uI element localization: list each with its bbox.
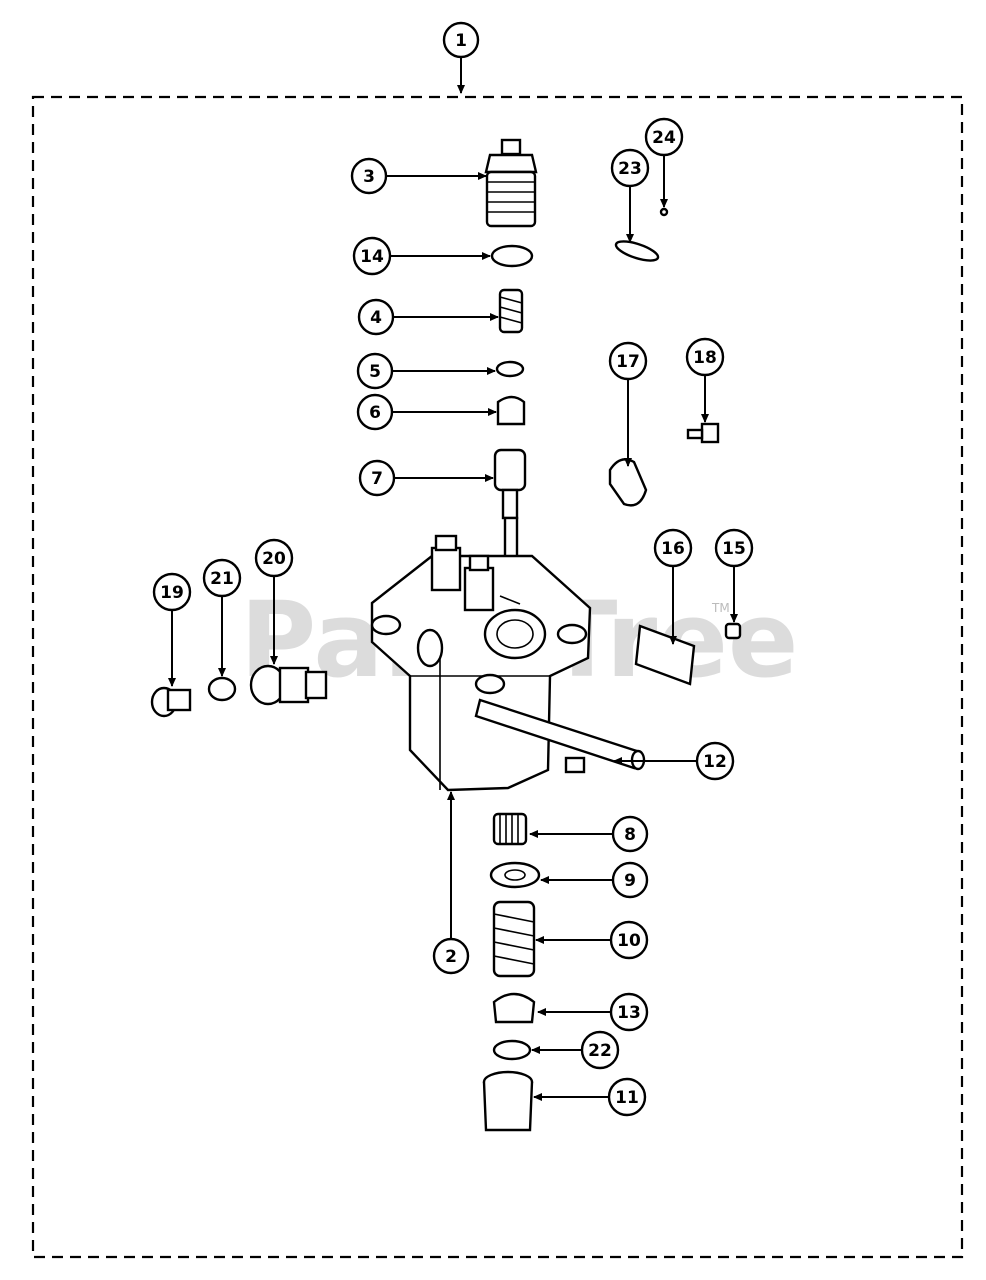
callout-10[interactable]: 10 — [609, 920, 649, 960]
callout-13[interactable]: 13 — [609, 992, 649, 1032]
callout-16-label: 16 — [661, 539, 685, 559]
control-sleeve-gear — [492, 812, 528, 846]
callout-24-label: 24 — [652, 128, 676, 148]
callout-17-label: 17 — [616, 352, 640, 372]
callout-21[interactable]: 21 — [202, 558, 242, 598]
stop-lever-plate — [608, 458, 648, 507]
callout-6-label: 6 — [369, 403, 381, 423]
callout-9[interactable]: 9 — [611, 861, 649, 899]
washer — [207, 676, 237, 702]
callout-2[interactable]: 2 — [432, 937, 470, 975]
callout-11-label: 11 — [615, 1088, 639, 1108]
delivery-valve-holder — [484, 138, 538, 228]
callout-16[interactable]: 16 — [653, 528, 693, 568]
callout-24[interactable]: 24 — [644, 117, 684, 157]
callout-22-label: 22 — [588, 1041, 612, 1061]
plunger — [493, 448, 527, 560]
shim — [492, 1039, 532, 1061]
callout-1-label: 1 — [455, 31, 467, 51]
delivery-valve — [496, 395, 526, 426]
callout-2-label: 2 — [445, 947, 457, 967]
callout-3[interactable]: 3 — [350, 157, 388, 195]
callout-6[interactable]: 6 — [356, 393, 394, 431]
delivery-valve-spring — [498, 288, 524, 334]
eye-bolt — [249, 664, 328, 706]
spring-seat-upper — [489, 861, 541, 889]
callout-15[interactable]: 15 — [714, 528, 754, 568]
callout-20-label: 20 — [262, 549, 286, 569]
spring-seat-lower — [492, 992, 536, 1024]
callout-15-label: 15 — [722, 539, 746, 559]
callout-20[interactable]: 20 — [254, 538, 294, 578]
callout-23-label: 23 — [618, 159, 642, 179]
ball — [659, 207, 669, 217]
callout-8-label: 8 — [624, 825, 636, 845]
callout-18-label: 18 — [693, 348, 717, 368]
callout-18[interactable]: 18 — [685, 337, 725, 377]
callout-1[interactable]: 1 — [442, 21, 480, 59]
delivery-valve-gasket — [495, 360, 525, 378]
callout-22[interactable]: 22 — [580, 1030, 620, 1070]
callout-11[interactable]: 11 — [607, 1077, 647, 1117]
tappet — [482, 1070, 534, 1132]
o-ring — [490, 244, 534, 268]
callout-4[interactable]: 4 — [357, 298, 395, 336]
pump-housing — [370, 534, 592, 792]
callout-4-label: 4 — [370, 308, 382, 328]
plunger-spring — [492, 900, 536, 978]
callout-14-label: 14 — [360, 247, 384, 267]
watermark-tm: TM — [711, 601, 730, 615]
callout-5[interactable]: 5 — [356, 352, 394, 390]
callout-7-label: 7 — [371, 469, 383, 489]
callout-21-label: 21 — [210, 569, 234, 589]
small-screw — [724, 622, 742, 640]
callout-12[interactable]: 12 — [695, 741, 735, 781]
callout-7[interactable]: 7 — [358, 459, 396, 497]
callout-19[interactable]: 19 — [152, 572, 192, 612]
callout-14[interactable]: 14 — [352, 236, 392, 276]
callout-19-label: 19 — [160, 583, 184, 603]
callout-8[interactable]: 8 — [611, 815, 649, 853]
callout-17[interactable]: 17 — [608, 341, 648, 381]
callout-12-label: 12 — [703, 752, 727, 772]
o-ring-small — [614, 240, 660, 262]
adjusting-screw — [686, 422, 720, 444]
callout-13-label: 13 — [617, 1003, 641, 1023]
callout-10-label: 10 — [617, 931, 641, 951]
callout-5-label: 5 — [369, 362, 381, 382]
callout-3-label: 3 — [363, 167, 375, 187]
callout-23[interactable]: 23 — [610, 148, 650, 188]
screw-plug — [150, 686, 192, 718]
callout-9-label: 9 — [624, 871, 636, 891]
